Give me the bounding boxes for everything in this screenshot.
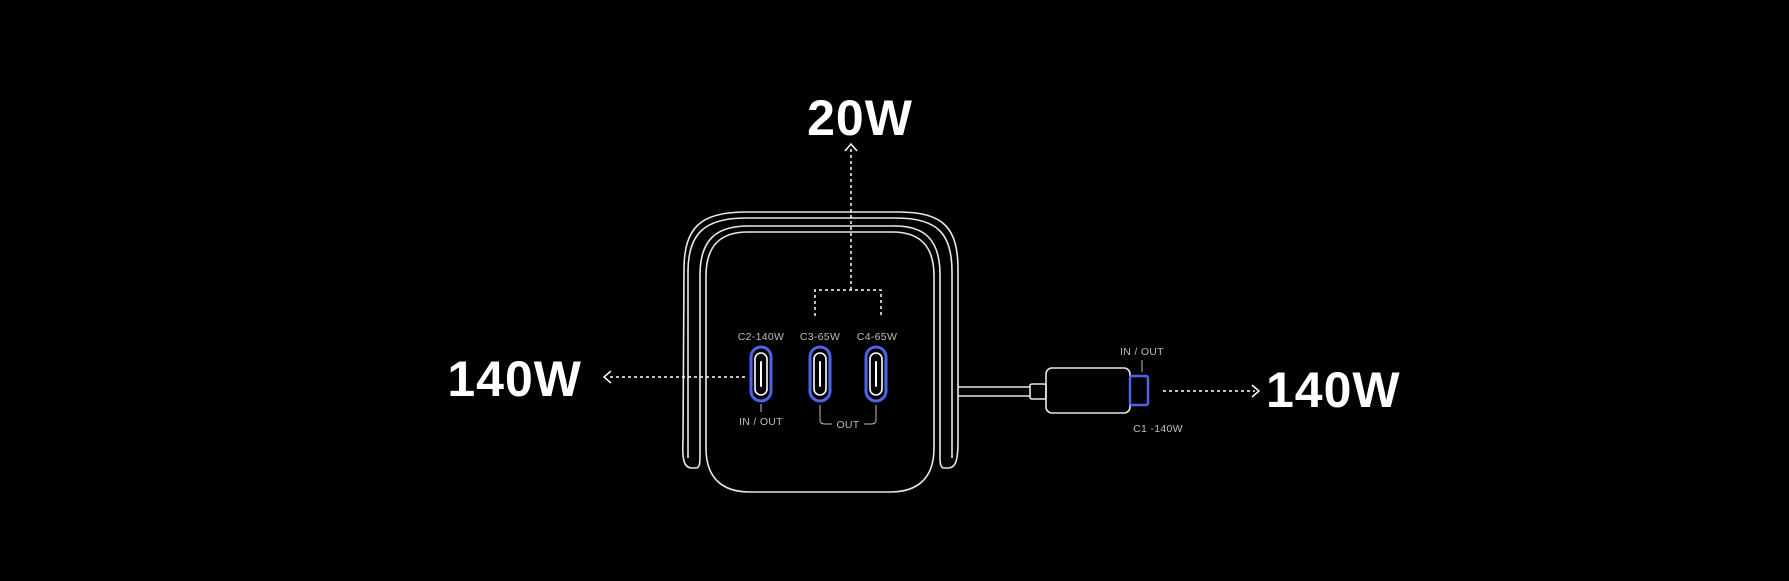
usb-c-plug-body	[1045, 367, 1131, 414]
c2-mode-label: IN / OUT	[739, 416, 783, 428]
right-arrowhead	[1251, 384, 1261, 398]
port-c2-inner	[754, 352, 768, 396]
port-c4-inner	[869, 352, 883, 396]
port-c2-label: C2-140W	[738, 331, 784, 343]
usb-c-plug-tip	[1128, 374, 1150, 407]
c1-mode-label: IN / OUT	[1120, 346, 1164, 358]
top-dashed-bracket	[814, 289, 882, 316]
top-power-label: 20W	[807, 90, 913, 146]
port-c3-ring	[808, 345, 832, 403]
port-c3	[808, 345, 832, 403]
left-power-label: 140W	[447, 351, 582, 407]
charger-outer-shell	[681, 211, 959, 469]
left-arrowhead	[602, 370, 612, 384]
port-c4	[864, 345, 888, 403]
out-label: OUT	[836, 419, 859, 431]
port-c2-ring	[749, 345, 773, 403]
port-c2	[749, 345, 773, 403]
plug-strain-relief	[1029, 383, 1047, 400]
charger-face	[705, 231, 935, 493]
port-c4-label: C4-65W	[857, 331, 897, 343]
right-power-label: 140W	[1266, 362, 1401, 418]
c1-port-label: C1 -140W	[1133, 423, 1183, 435]
port-c3-inner	[813, 352, 827, 396]
top-arrowhead	[844, 142, 858, 152]
port-c4-ring	[864, 345, 888, 403]
charger-shell-inner-line	[687, 217, 953, 458]
out-bracket-left	[819, 405, 832, 425]
out-bracket-right	[864, 405, 877, 425]
port-c3-label: C3-65W	[800, 331, 840, 343]
